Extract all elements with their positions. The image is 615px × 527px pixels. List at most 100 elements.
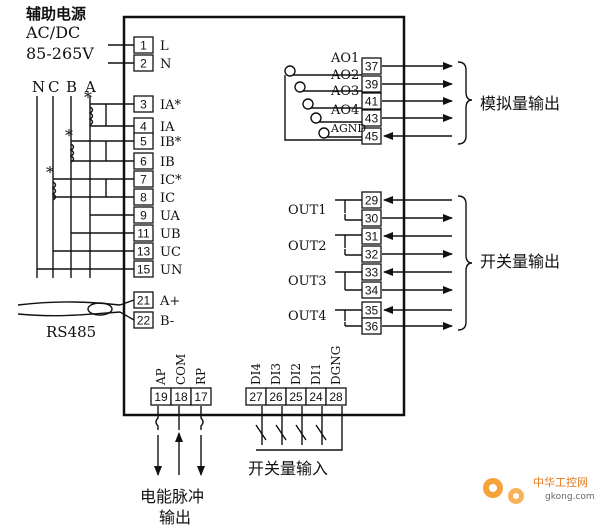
- di-label: DI1: [309, 363, 323, 385]
- terminal-box: [361, 317, 382, 335]
- terminal-box: [133, 95, 154, 113]
- terminal-box: [361, 227, 382, 245]
- terminal-number: 36: [365, 320, 379, 334]
- terminal-box: [133, 242, 154, 260]
- terminal-number: 4: [140, 120, 147, 134]
- watermark-logo: 中华工控网 gkong.com: [483, 475, 595, 504]
- ct-polarity-mark: *: [46, 163, 54, 182]
- terminal-box: [133, 291, 154, 309]
- ct-polarity-mark: *: [65, 126, 73, 145]
- terminal-number: 8: [140, 191, 147, 205]
- analog-output-title: 模拟量输出: [480, 94, 560, 113]
- terminal-box: [133, 188, 154, 206]
- terminal-box: [133, 170, 154, 188]
- wiring-lines: [17, 44, 473, 451]
- terminal-label: B-: [160, 314, 174, 329]
- aux-power-range: 85-265V: [26, 44, 94, 63]
- terminal-box: [133, 311, 154, 329]
- terminal-number: 34: [365, 284, 379, 298]
- terminal-label: UC: [160, 245, 181, 260]
- terminal-number: 39: [365, 78, 379, 92]
- terminal-label: IC: [160, 191, 175, 206]
- terminal-box: [361, 127, 382, 145]
- terminal-number: 24: [309, 390, 323, 404]
- terminal-label: IA: [160, 120, 175, 135]
- terminal-label: IB: [160, 155, 175, 170]
- analog-label: AGND: [330, 122, 366, 135]
- terminal-number: 3: [140, 98, 147, 112]
- analog-node: [302, 98, 314, 110]
- terminal-label: UB: [160, 227, 181, 242]
- pulse-label: AP: [154, 368, 168, 386]
- switch-input-title: 开关量输入: [248, 459, 328, 478]
- terminal-number: 28: [329, 390, 343, 404]
- terminal-number: 45: [365, 130, 379, 144]
- terminal-box: [133, 206, 154, 224]
- terminal-box: [133, 224, 154, 242]
- terminal-number: 17: [194, 390, 208, 404]
- relay-label: OUT3: [288, 274, 327, 289]
- terminal-number: 9: [140, 209, 147, 223]
- switch-output-title: 开关量输出: [480, 252, 560, 271]
- terminal-box: [190, 387, 212, 406]
- relay-label: OUT1: [288, 203, 327, 218]
- terminal-number: 35: [365, 304, 379, 318]
- terminal-number: 32: [365, 248, 379, 262]
- analog-node: [318, 127, 330, 139]
- terminal-box: [361, 57, 382, 75]
- terminal-label: L: [160, 39, 169, 54]
- di-label: DI2: [289, 363, 303, 385]
- terminal-number: 21: [137, 294, 151, 308]
- analog-label: AO3: [330, 84, 359, 99]
- phase-label: B: [66, 78, 77, 96]
- terminal-number: 2: [140, 57, 147, 71]
- terminal-box: [361, 281, 382, 299]
- phase-label: C: [48, 78, 59, 96]
- terminal-number: 25: [289, 390, 303, 404]
- terminal-label: A+: [159, 294, 180, 309]
- terminal-label: IA*: [160, 98, 182, 113]
- terminal-number: 43: [365, 112, 379, 126]
- terminal-label: UA: [160, 209, 181, 224]
- pulse-label: COM: [174, 354, 188, 385]
- terminal-label: N: [160, 57, 171, 72]
- terminal-number: 37: [365, 60, 379, 74]
- terminal-label: IB*: [160, 135, 182, 150]
- terminal-box: [133, 152, 154, 170]
- terminal-box: [361, 209, 382, 227]
- phase-label: N: [32, 78, 45, 96]
- terminal-number: 7: [140, 173, 147, 187]
- relay-label: OUT2: [288, 239, 327, 254]
- terminal-number: 22: [137, 314, 151, 328]
- watermark-cn: 中华工控网: [533, 475, 588, 489]
- terminal-number: 6: [140, 155, 147, 169]
- terminal-number: 26: [269, 390, 283, 404]
- terminal-box: [133, 36, 154, 54]
- terminal-label: IC*: [160, 173, 182, 188]
- terminal-number: 31: [365, 230, 379, 244]
- terminal-number: 18: [174, 390, 188, 404]
- di-label: DI3: [269, 363, 283, 385]
- terminal-box: [361, 263, 382, 281]
- terminal-box: [325, 387, 347, 406]
- terminal-box: [133, 54, 154, 72]
- pulse-label: RP: [194, 368, 208, 385]
- terminal-number: 29: [365, 194, 379, 208]
- terminal-number: 1: [140, 39, 147, 53]
- terminal-number: 11: [137, 227, 150, 241]
- device-body: [122, 15, 406, 417]
- analog-node: [284, 65, 296, 77]
- phase-label: A: [84, 78, 96, 96]
- terminal-number: 13: [137, 245, 151, 259]
- terminal-number: 27: [249, 390, 263, 404]
- terminal-number: 33: [365, 266, 379, 280]
- terminal-number: 30: [365, 212, 379, 226]
- analog-node: [310, 112, 322, 124]
- pulse-output-title-line1: 电能脉冲: [140, 487, 204, 506]
- terminal-box: [361, 92, 382, 110]
- terminal-box: [133, 260, 154, 278]
- analog-label: AO2: [330, 68, 359, 83]
- di-label: DGNG: [329, 346, 343, 385]
- analog-label: AO4: [330, 103, 359, 118]
